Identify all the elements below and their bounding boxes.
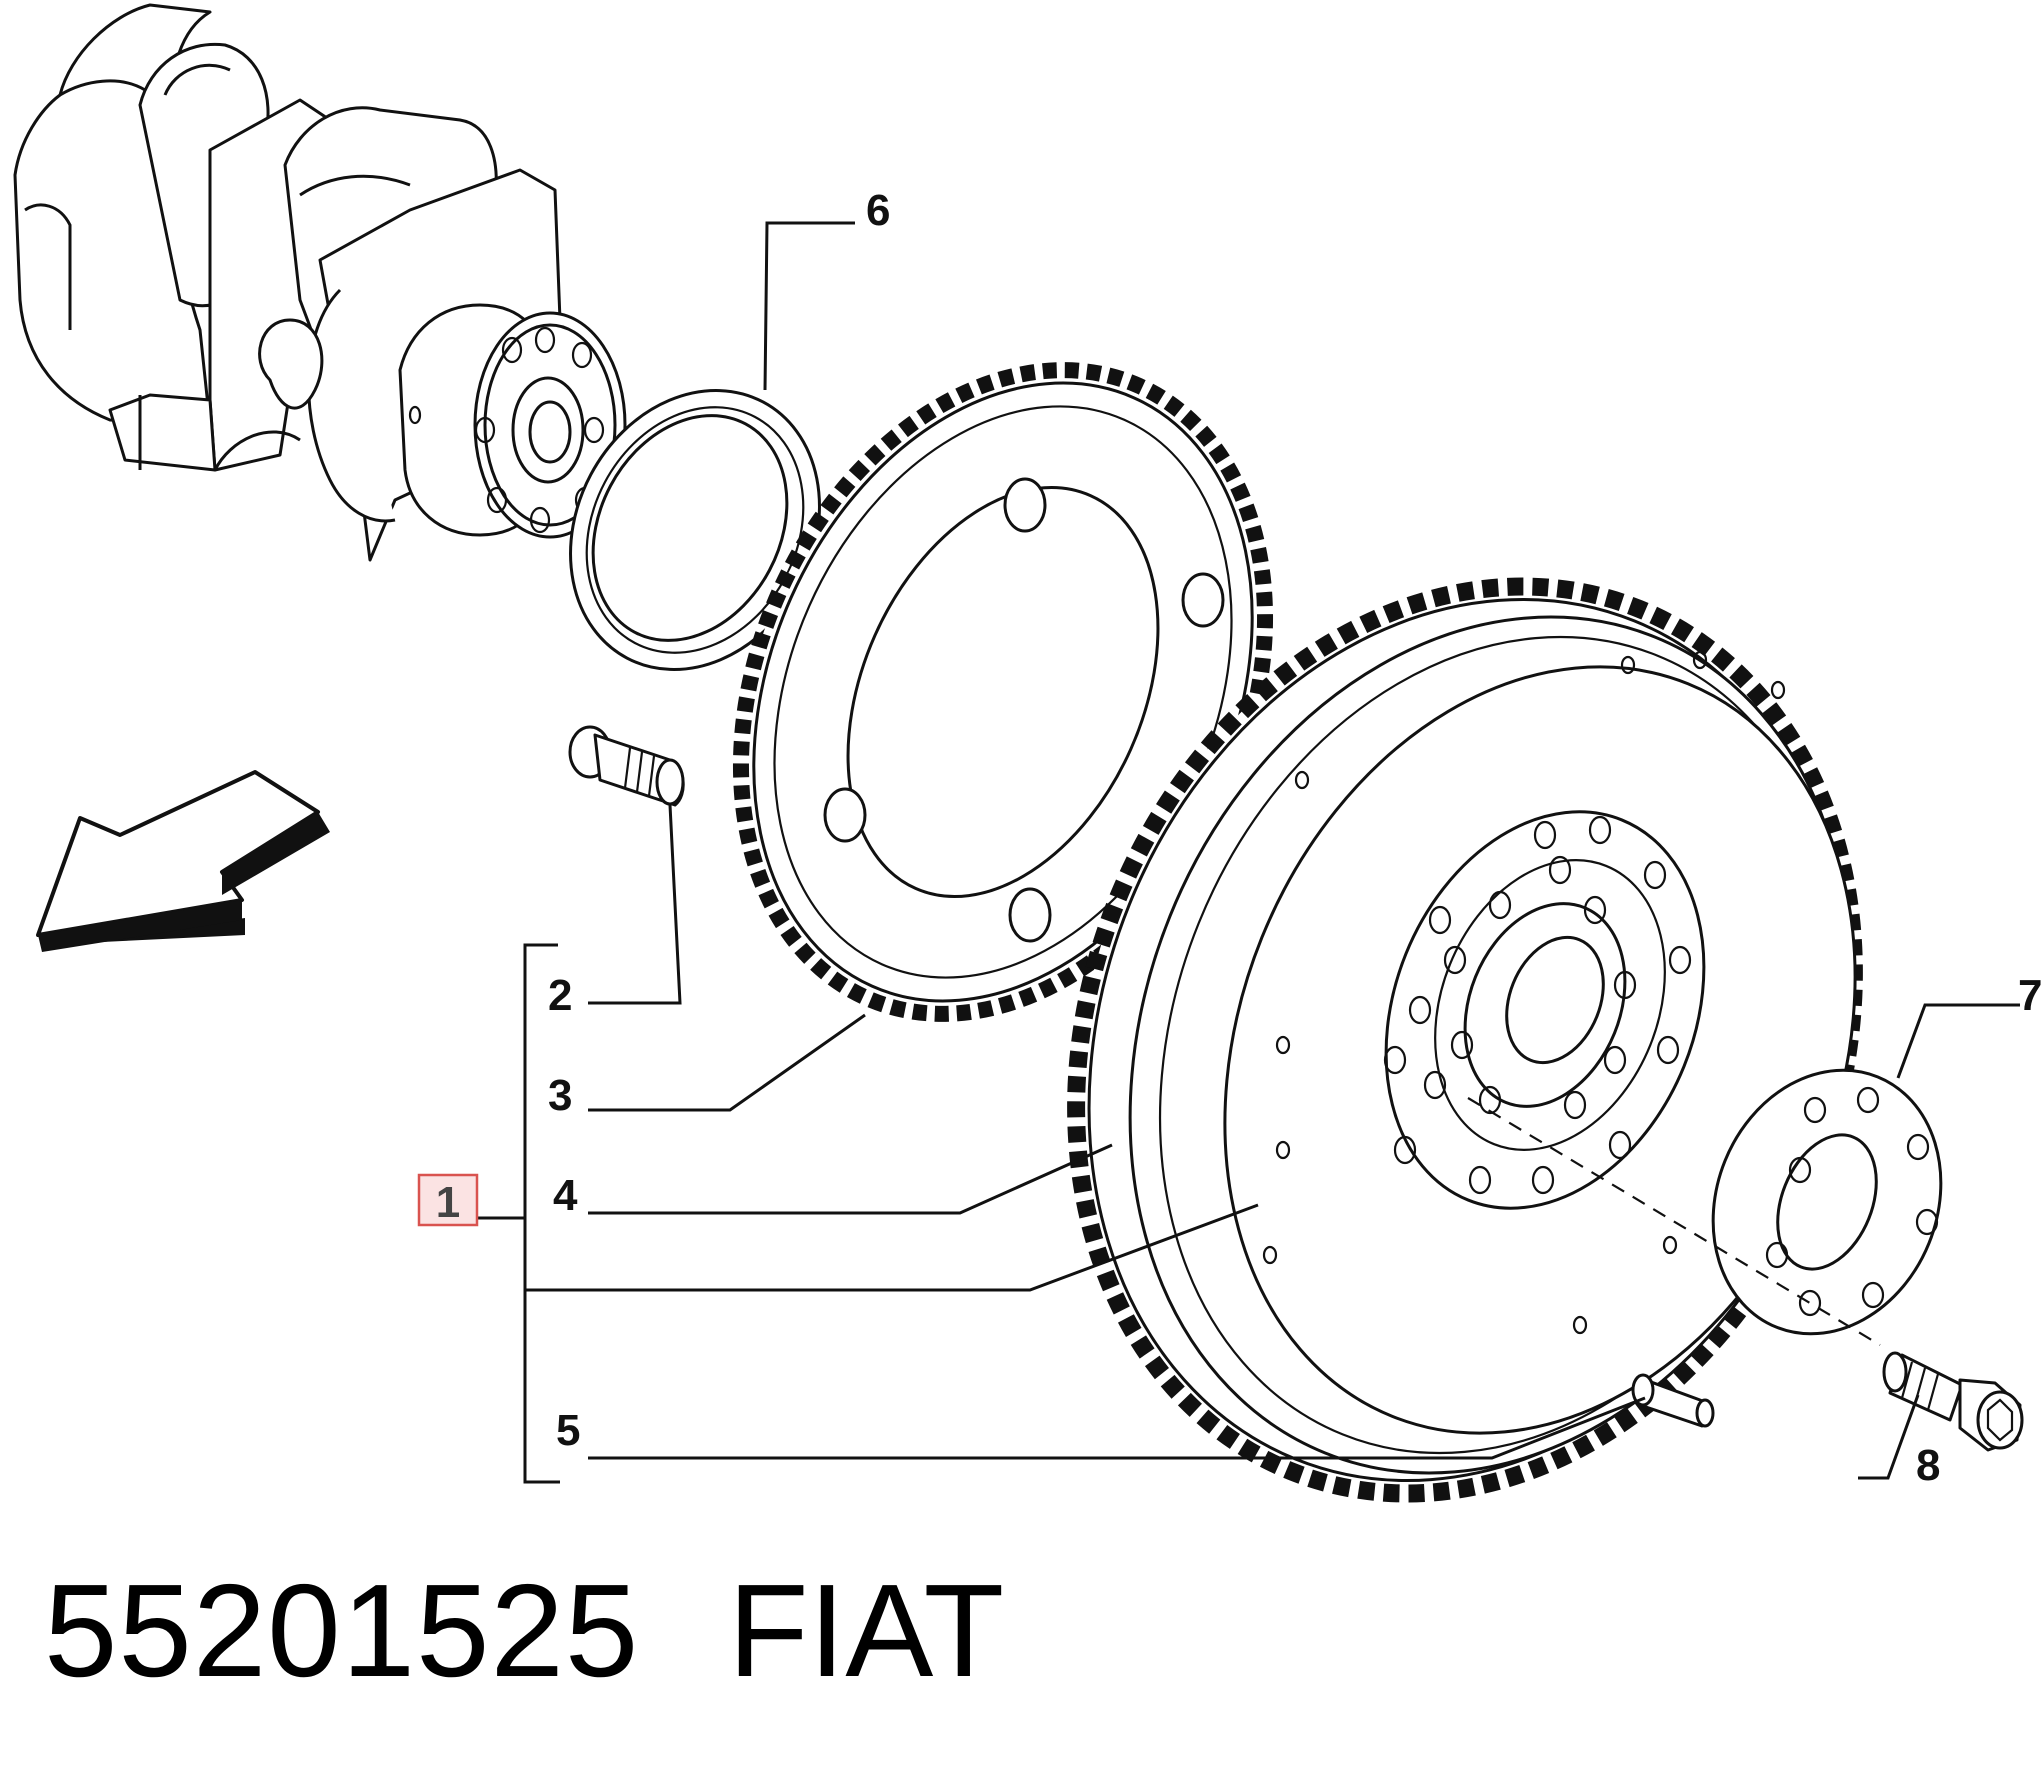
part-number: 55201525 (44, 1557, 640, 1704)
callout-7[interactable]: 7 (2018, 971, 2042, 1020)
callout-1[interactable]: 1 (417, 1173, 479, 1227)
callout-6[interactable]: 6 (866, 186, 890, 235)
flywheel (1067, 577, 1863, 1503)
hex-bolt (1882, 1351, 2024, 1452)
callout-3[interactable]: 3 (548, 1071, 572, 1120)
washer-plate (1711, 1068, 1943, 1336)
alignment-line (1467, 1097, 1881, 1346)
leader-lines (478, 221, 2020, 1484)
flywheel-bolt (568, 725, 685, 807)
callout-8[interactable]: 8 (1916, 1441, 1940, 1490)
dowel-pin (1631, 1373, 1715, 1428)
callout-4[interactable]: 4 (553, 1171, 578, 1220)
callout-5[interactable]: 5 (556, 1406, 580, 1455)
callout-2[interactable]: 2 (548, 971, 572, 1020)
direction-arrow (36, 770, 330, 952)
callout-1-highlight (417, 1173, 479, 1227)
callout-1-label: 1 (436, 1178, 460, 1227)
brand-name: FIAT (728, 1557, 1005, 1704)
crankshaft-illustration (13, 3, 627, 562)
